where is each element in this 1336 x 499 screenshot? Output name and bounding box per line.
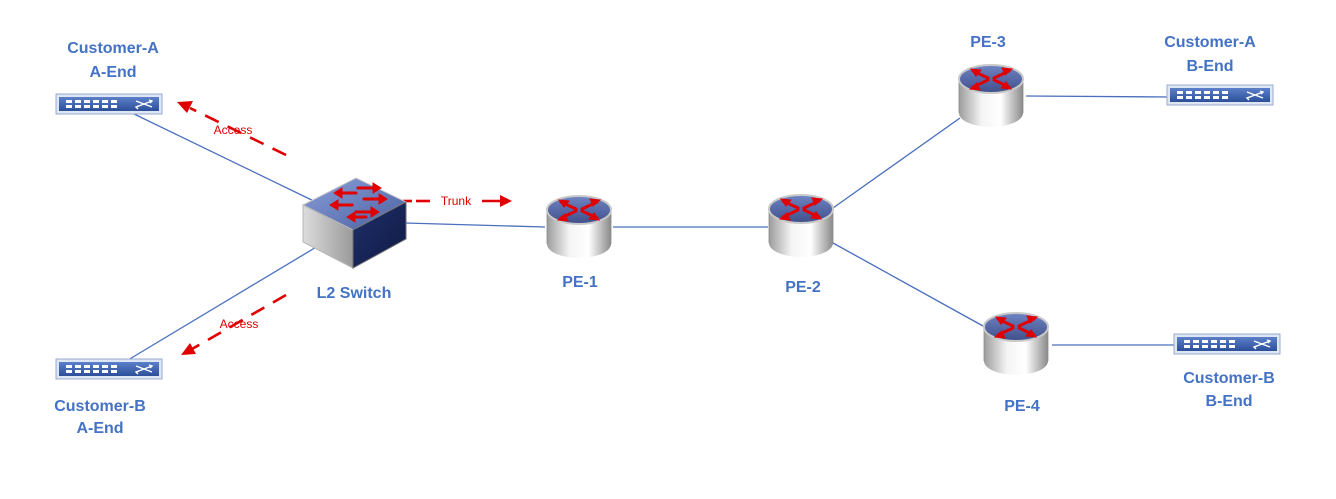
link-pe2-to-pe4 <box>832 242 984 327</box>
customer-b-b-end-label-line2: B-End <box>1205 393 1252 410</box>
link-pe2-to-pe3 <box>832 117 961 209</box>
router-icon <box>767 193 835 259</box>
access-label-top: Access <box>214 123 253 137</box>
pe2-label: PE-2 <box>785 279 821 296</box>
l2-switch: L2 Switch <box>301 177 408 302</box>
pe4-router: PE-4 <box>982 311 1050 415</box>
link-pe3-to-customer-a-b-end <box>1025 95 1171 98</box>
switch-panel-icon <box>1173 333 1281 355</box>
customer-b-a-end: Customer-B A-End <box>54 358 163 437</box>
pe4-label: PE-4 <box>1004 398 1040 415</box>
pe3-label: PE-3 <box>970 34 1006 51</box>
l2-switch-label: L2 Switch <box>317 285 392 302</box>
link-customer-b-a-end-to-l2-switch <box>127 245 319 361</box>
pe3-router: PE-3 <box>957 34 1025 129</box>
customer-a-a-end-label-line1: Customer-A <box>67 40 159 57</box>
pe1-router: PE-1 <box>545 194 613 291</box>
customer-b-b-end-label-line1: Customer-B <box>1183 370 1275 387</box>
switch-panel-icon <box>55 358 163 380</box>
pe2-router: PE-2 <box>767 193 835 296</box>
customer-a-b-end: Customer-A B-End <box>1164 34 1274 106</box>
pe1-label: PE-1 <box>562 274 598 291</box>
customer-a-a-end: Customer-A A-End <box>55 40 163 115</box>
router-icon <box>957 63 1025 129</box>
customer-b-a-end-label-line2: A-End <box>76 420 123 437</box>
access-label-bottom: Access <box>220 317 259 331</box>
customer-a-b-end-label-line2: B-End <box>1186 58 1233 75</box>
layer2-switch-icon <box>301 177 408 269</box>
customer-b-a-end-label-line1: Customer-B <box>54 398 146 415</box>
trunk-label: Trunk <box>441 194 472 208</box>
customer-a-a-end-label-line2: A-End <box>89 64 136 81</box>
link-l2-switch-to-pe1 <box>404 222 546 228</box>
access-arrow-bottom <box>181 293 287 355</box>
customer-a-b-end-label-line1: Customer-A <box>1164 34 1256 51</box>
router-icon <box>545 194 613 260</box>
switch-panel-icon <box>1166 84 1274 106</box>
link-customer-a-a-end-to-l2-switch <box>131 112 323 206</box>
router-icon <box>982 311 1050 377</box>
customer-b-b-end: Customer-B B-End <box>1173 333 1281 410</box>
access-arrow-top <box>177 101 287 157</box>
switch-panel-icon <box>55 93 163 115</box>
links <box>127 95 1175 361</box>
